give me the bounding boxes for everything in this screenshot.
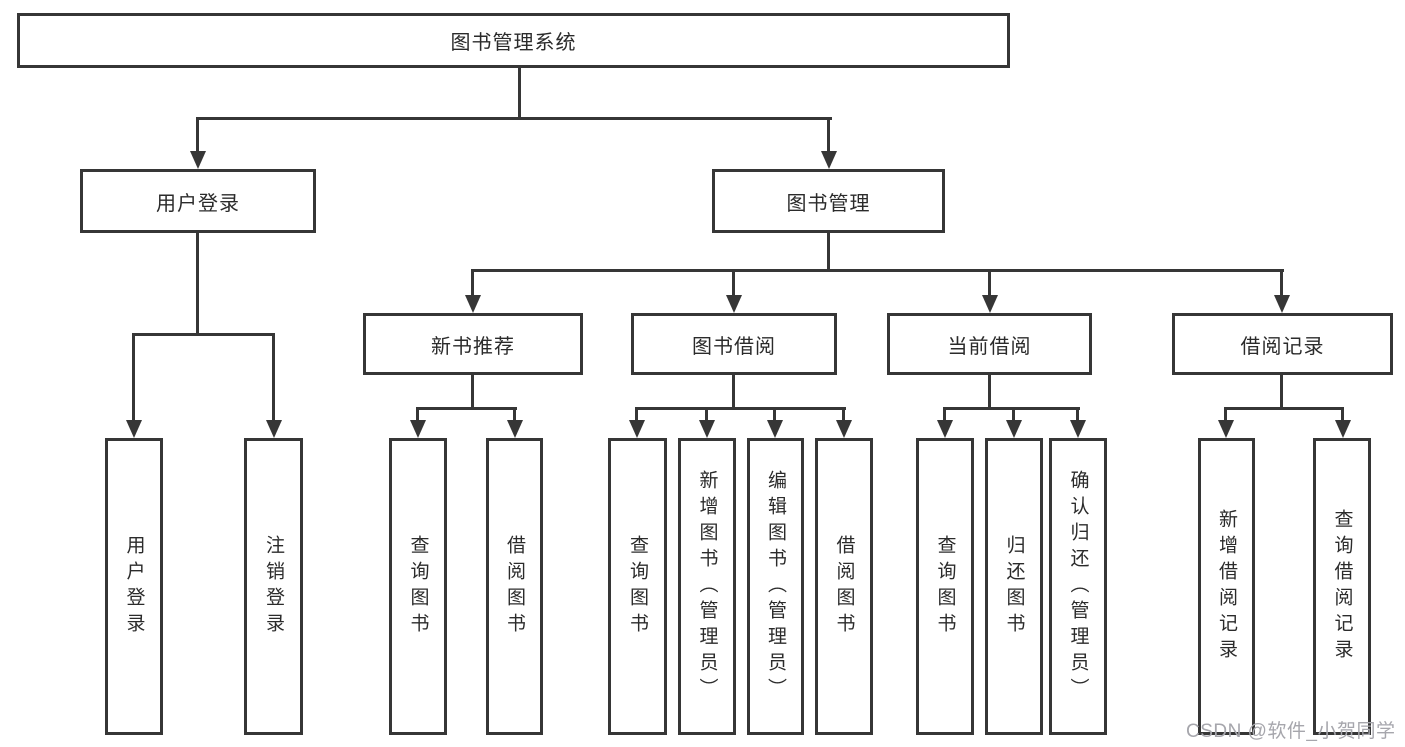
leaf-logout-label: 注销登录: [263, 534, 284, 639]
arrow-to-leaf-add-book: [699, 420, 715, 438]
connector-book-borrow-bar: [635, 407, 846, 410]
node-root: 图书管理系统: [17, 13, 1010, 68]
connector-to-borrow-records: [1280, 269, 1283, 297]
leaf-confirm-return-admin-label: 确认归还（管理员）: [1067, 469, 1089, 704]
leaf-logout: 注销登录: [244, 438, 303, 735]
connector-to-new-book-recommend: [471, 269, 474, 297]
leaf-edit-book-admin: 编辑图书（管理员）: [747, 438, 804, 735]
arrow-to-leaf-query-book-recommend: [410, 420, 426, 438]
connector-to-book-borrow: [732, 269, 735, 297]
arrow-to-book-management: [821, 151, 837, 169]
leaf-borrow-book: 借阅图书: [815, 438, 873, 735]
leaf-edit-book-admin-label: 编辑图书（管理员）: [765, 469, 786, 704]
node-user-login-label: 用户登录: [156, 192, 240, 215]
connector-new-book-bar: [416, 407, 517, 410]
arrow-to-leaf-logout: [266, 420, 282, 438]
node-borrow-records: 借阅记录: [1172, 313, 1393, 375]
connector-to-user-login: [196, 117, 199, 153]
connector-book-borrow-stem: [732, 375, 735, 410]
connector-to-leaf-borrow-book: [842, 407, 845, 423]
leaf-query-book-current: 查询图书: [916, 438, 974, 735]
arrow-to-leaf-query-record: [1335, 420, 1351, 438]
arrow-to-leaf-confirm-return: [1070, 420, 1086, 438]
connector-to-leaf-borrow-book-recommend: [513, 407, 516, 423]
arrow-to-leaf-query-book-borrow: [629, 420, 645, 438]
leaf-user-login: 用户登录: [105, 438, 163, 735]
connector-to-leaf-edit-book: [773, 407, 776, 423]
connector-to-leaf-user-login: [132, 333, 135, 423]
leaf-query-borrow-record: 查询借阅记录: [1313, 438, 1371, 735]
connector-user-login-stem: [196, 233, 199, 336]
leaf-add-borrow-record: 新增借阅记录: [1198, 438, 1255, 735]
arrow-to-current-borrow: [982, 295, 998, 313]
arrow-to-leaf-return-book: [1006, 420, 1022, 438]
leaf-borrow-book-recommend: 借阅图书: [486, 438, 543, 735]
leaf-query-book-recommend: 查询图书: [389, 438, 447, 735]
leaf-return-book: 归还图书: [985, 438, 1043, 735]
node-user-login: 用户登录: [80, 169, 316, 233]
leaf-query-book-recommend-label: 查询图书: [407, 534, 429, 639]
arrow-to-borrow-records: [1274, 295, 1290, 313]
node-new-book-recommend-label: 新书推荐: [431, 335, 515, 358]
node-current-borrow-label: 当前借阅: [947, 335, 1032, 358]
leaf-add-book-admin-label: 新增图书（管理员）: [696, 469, 718, 704]
watermark: CSDN @软件_小贺同学: [1186, 721, 1396, 742]
node-current-borrow: 当前借阅: [887, 313, 1092, 375]
connector-to-leaf-logout: [272, 333, 275, 423]
arrow-to-leaf-edit-book: [767, 420, 783, 438]
arrow-to-book-borrow: [726, 295, 742, 313]
node-borrow-records-label: 借阅记录: [1240, 335, 1325, 358]
connector-to-leaf-query-book-current: [943, 407, 946, 423]
arrow-to-user-login: [190, 151, 206, 169]
node-book-management-label: 图书管理: [786, 192, 871, 215]
connector-to-leaf-query-record: [1341, 407, 1344, 423]
connector-new-book-stem: [471, 375, 474, 410]
connector-to-leaf-query-book-borrow: [635, 407, 638, 423]
leaf-add-borrow-record-label: 新增借阅记录: [1216, 508, 1237, 665]
node-book-borrow-label: 图书借阅: [692, 335, 776, 358]
connector-to-leaf-confirm-return: [1076, 407, 1079, 423]
leaf-add-book-admin: 新增图书（管理员）: [678, 438, 736, 735]
leaf-return-book-label: 归还图书: [1003, 534, 1025, 639]
connector-root-bar: [196, 117, 832, 120]
connector-root-stem: [518, 65, 521, 120]
connector-user-login-bar: [132, 333, 275, 336]
arrow-to-leaf-borrow-book: [836, 420, 852, 438]
connector-book-management-stem: [827, 233, 830, 272]
node-root-label: 图书管理系统: [450, 32, 577, 54]
node-new-book-recommend: 新书推荐: [363, 313, 583, 375]
leaf-query-book-borrow: 查询图书: [608, 438, 667, 735]
leaf-user-login-label: 用户登录: [123, 534, 145, 639]
connector-to-book-management: [827, 117, 830, 153]
connector-current-borrow-bar: [943, 407, 1080, 410]
connector-current-borrow-stem: [988, 375, 991, 410]
leaf-borrow-book-recommend-label: 借阅图书: [504, 534, 525, 639]
leaf-confirm-return-admin: 确认归还（管理员）: [1049, 438, 1107, 735]
arrow-to-leaf-borrow-book-recommend: [507, 420, 523, 438]
arrow-to-leaf-user-login: [126, 420, 142, 438]
arrow-to-leaf-query-book-current: [937, 420, 953, 438]
node-book-borrow: 图书借阅: [631, 313, 837, 375]
connector-borrow-records-bar: [1224, 407, 1344, 410]
connector-to-current-borrow: [988, 269, 991, 297]
connector-book-management-bar: [471, 269, 1284, 272]
leaf-borrow-book-label: 借阅图书: [833, 534, 855, 639]
connector-to-leaf-add-record: [1224, 407, 1227, 423]
connector-borrow-records-stem: [1280, 375, 1283, 410]
connector-to-leaf-return-book: [1012, 407, 1015, 423]
arrow-to-leaf-add-record: [1218, 420, 1234, 438]
connector-to-leaf-add-book: [705, 407, 708, 423]
leaf-query-book-borrow-label: 查询图书: [627, 534, 648, 639]
node-book-management: 图书管理: [712, 169, 945, 233]
connector-to-leaf-query-book-recommend: [416, 407, 419, 423]
arrow-to-new-book-recommend: [465, 295, 481, 313]
leaf-query-book-current-label: 查询图书: [934, 534, 956, 639]
leaf-query-borrow-record-label: 查询借阅记录: [1331, 508, 1353, 665]
